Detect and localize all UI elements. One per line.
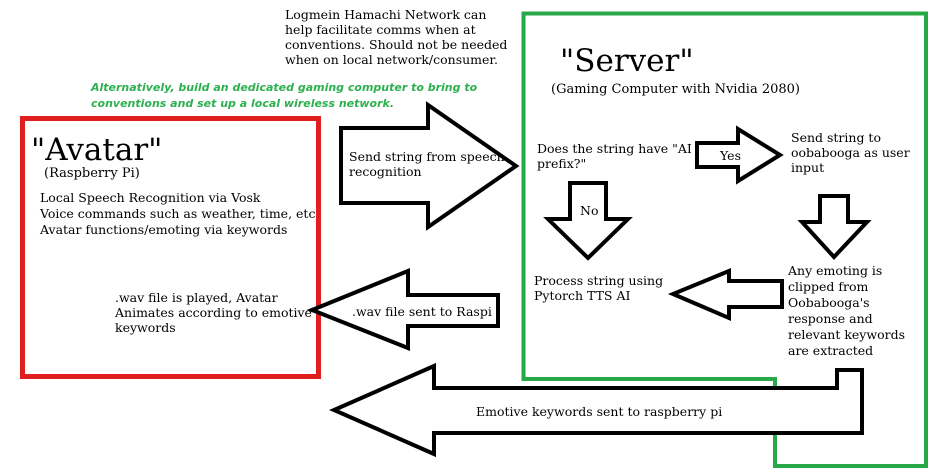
avatar-feature-2: Voice commands such as weather, time, et… [40, 206, 316, 221]
send-to-ooba-text: Send string to oobabooga as user input [791, 130, 910, 175]
avatar-subtitle: (Raspberry Pi) [44, 166, 140, 181]
speech-arrow-text: Send string from speech recognition [349, 149, 505, 179]
emoting-text: Any emoting is clipped from Oobabooga's … [788, 263, 905, 358]
no-arrow [543, 181, 633, 261]
speech-arrow [339, 101, 520, 231]
yes-label: Yes [720, 148, 741, 163]
wav-arrow [306, 268, 500, 351]
no-label: No [580, 203, 599, 218]
server-subtitle: (Gaming Computer with Nvidia 2080) [551, 82, 800, 97]
emoting-left-arrow [667, 268, 784, 322]
hamachi-note: Logmein Hamachi Network can help facilit… [285, 7, 508, 67]
server-box [521, 11, 928, 468]
speech-arrow-label: Send string from speech recognition [349, 149, 505, 179]
wav-played-text: .wav file is played, Avatar Animates acc… [115, 290, 312, 335]
yes-arrow [695, 125, 784, 185]
ai-prefix-question: Does the string have "AI prefix?" [537, 141, 692, 171]
keywords-arrow [329, 362, 864, 458]
avatar-feature-3: Avatar functions/emoting via keywords [40, 222, 288, 237]
server-title: "Server" [560, 43, 694, 79]
ooba-down-arrow [797, 194, 872, 260]
avatar-title: "Avatar" [31, 132, 163, 168]
avatar-box [20, 116, 321, 379]
process-tts-text: Process string using Pytorch TTS AI [534, 273, 664, 303]
avatar-feature-1: Local Speech Recognition via Vosk [40, 190, 261, 205]
wav-sent-label: .wav file sent to Raspi [352, 304, 492, 319]
alternative-note: Alternatively, build an dedicated gaming… [91, 81, 478, 110]
keywords-label: Emotive keywords sent to raspberry pi [476, 404, 723, 419]
